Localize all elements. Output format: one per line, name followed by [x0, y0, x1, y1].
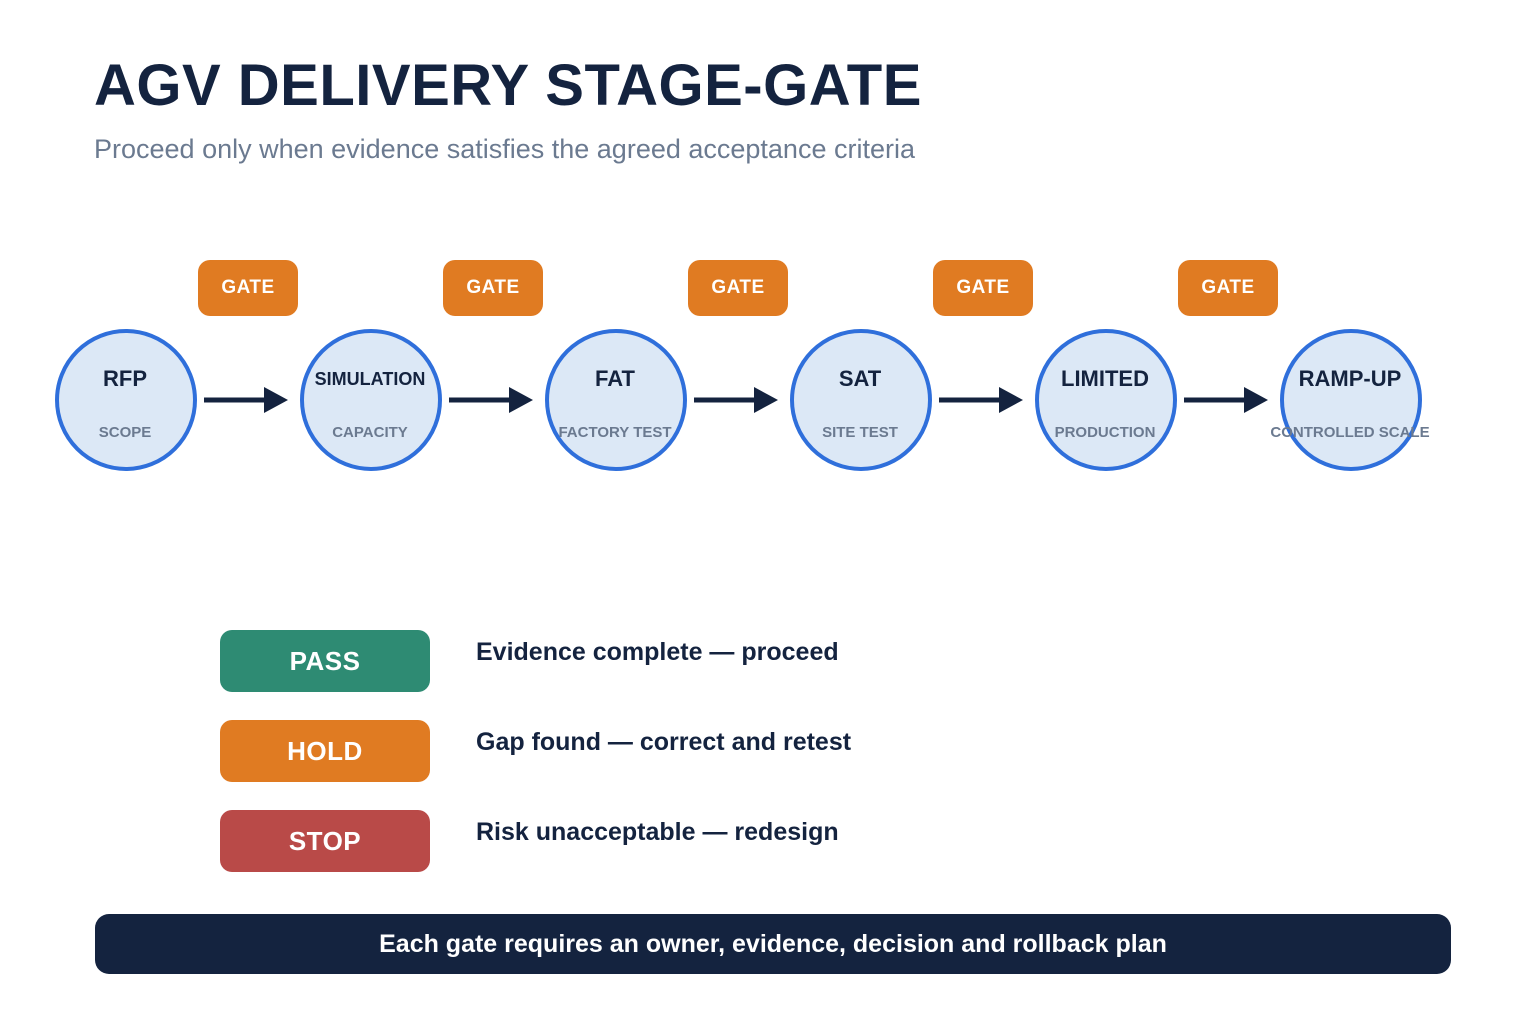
arrow-right-icon [449, 387, 533, 413]
pass-description: Evidence complete — proceed [476, 638, 839, 666]
stage-name-limited: LIMITED [1061, 366, 1149, 391]
stage-name-ramp-up: RAMP-UP [1298, 366, 1402, 391]
stop-badge: STOP [220, 810, 430, 872]
stage-name-sat: SAT [838, 366, 882, 391]
stage-circle-limited [1035, 329, 1177, 471]
stop-description: Risk unacceptable — redesign [476, 818, 839, 846]
stage-sub-limited: PRODUCTION [1054, 424, 1156, 441]
gate-badge-5: GATE [1178, 260, 1278, 316]
stage-circle-ramp-up [1280, 329, 1422, 471]
arrow-right-icon [694, 387, 778, 413]
stage-sub-sat: SITE TEST [822, 424, 898, 441]
stage-sub-fat: FACTORY TEST [558, 424, 672, 441]
arrow-right-icon [204, 387, 288, 413]
hold-badge: HOLD [220, 720, 430, 782]
stage-circle-rfp [55, 329, 197, 471]
gate-badge-1: GATE [198, 260, 298, 316]
gate-badge-3: GATE [688, 260, 788, 316]
stage-sub-ramp-up: CONTROLLED SCALE [1270, 424, 1430, 441]
stage-sub-simulation: CAPACITY [332, 424, 408, 441]
stage-circle-fat [545, 329, 687, 471]
stage-sub-rfp: SCOPE [98, 424, 152, 441]
pass-badge: PASS [220, 630, 430, 692]
stage-name-fat: FAT [595, 366, 635, 391]
arrow-right-icon [1184, 387, 1268, 413]
stage-circle-simulation [300, 329, 442, 471]
footer-banner: Each gate requires an owner, evidence, d… [95, 914, 1451, 974]
stage-name-simulation: SIMULATION [314, 369, 426, 389]
stage-circle-sat [790, 329, 932, 471]
page-title: AGV DELIVERY STAGE-GATE [94, 53, 922, 118]
arrow-right-icon [939, 387, 1023, 413]
gate-badge-2: GATE [443, 260, 543, 316]
stage-name-rfp: RFP [103, 366, 147, 391]
gate-badge-4: GATE [933, 260, 1033, 316]
page-subtitle: Proceed only when evidence satisfies the… [94, 134, 915, 164]
hold-description: Gap found — correct and retest [476, 728, 852, 756]
